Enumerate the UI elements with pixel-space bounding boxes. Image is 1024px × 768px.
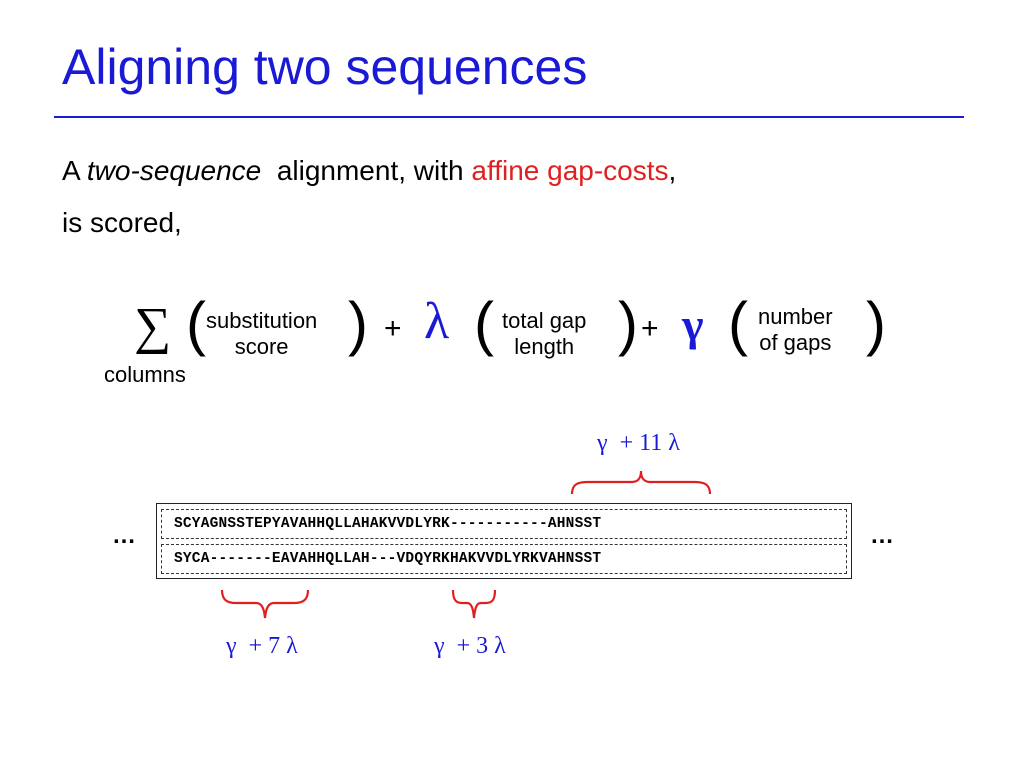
intro-line-2: is scored, <box>62 207 182 238</box>
plus-sign-2: + <box>641 312 659 345</box>
open-paren-1: ( <box>186 290 206 357</box>
title-divider <box>54 116 964 118</box>
alignment-box: SCYAGNSSTEPYAVAHHQLLAHAKVVDLYRK---------… <box>156 503 852 579</box>
term1-line2: score <box>234 334 289 360</box>
brace-top <box>570 470 712 495</box>
lambda-symbol: λ <box>424 293 450 350</box>
term-total-gap-length: total gap length <box>502 308 586 361</box>
term-substitution-score: substitution score <box>206 308 317 361</box>
intro-text-affine-gap-costs: affine gap-costs <box>471 155 669 186</box>
term2-line2: length <box>514 334 575 360</box>
intro-text-a: A <box>62 155 87 186</box>
gap-cost-annotation-bottom-mid: γ + 3 λ <box>434 633 506 659</box>
sum-subscript: columns <box>104 362 186 387</box>
close-paren-1: ) <box>348 290 368 357</box>
sigma-symbol: ∑ <box>134 298 172 355</box>
close-paren-3: ) <box>866 290 886 357</box>
brace-bottom-left <box>220 589 310 619</box>
term-number-of-gaps: number of gaps <box>758 304 833 357</box>
gamma-symbol: γ <box>682 299 704 350</box>
open-paren-2: ( <box>474 290 494 357</box>
gap-cost-annotation-bottom-left: γ + 7 λ <box>226 633 298 659</box>
intro-text-two-sequence: two-sequence <box>86 155 262 186</box>
open-paren-3: ( <box>728 290 748 357</box>
sequence-row-2: SYCA-------EAVAHHQLLAH---VDQYRKHAKVVDLYR… <box>161 544 847 574</box>
intro-line-1: A two-sequence alignment, with affine ga… <box>62 154 676 188</box>
ellipsis-right: … <box>870 522 894 549</box>
close-paren-2: ) <box>618 290 638 357</box>
intro-text-comma: , <box>668 155 677 186</box>
plus-sign-1: + <box>384 312 402 345</box>
page-title: Aligning two sequences <box>62 39 588 95</box>
sequence-row-1: SCYAGNSSTEPYAVAHHQLLAHAKVVDLYRK---------… <box>161 509 847 539</box>
brace-bottom-mid <box>451 589 497 619</box>
term3-line2: of gaps <box>759 330 832 356</box>
ellipsis-left: … <box>112 522 136 549</box>
term2-line1: total gap <box>502 308 587 333</box>
term1-line1: substitution <box>206 308 318 333</box>
gap-cost-annotation-top: γ + 11 λ <box>597 430 680 456</box>
intro-text-alignment: alignment, with <box>261 155 472 186</box>
term3-line1: number <box>758 304 833 329</box>
